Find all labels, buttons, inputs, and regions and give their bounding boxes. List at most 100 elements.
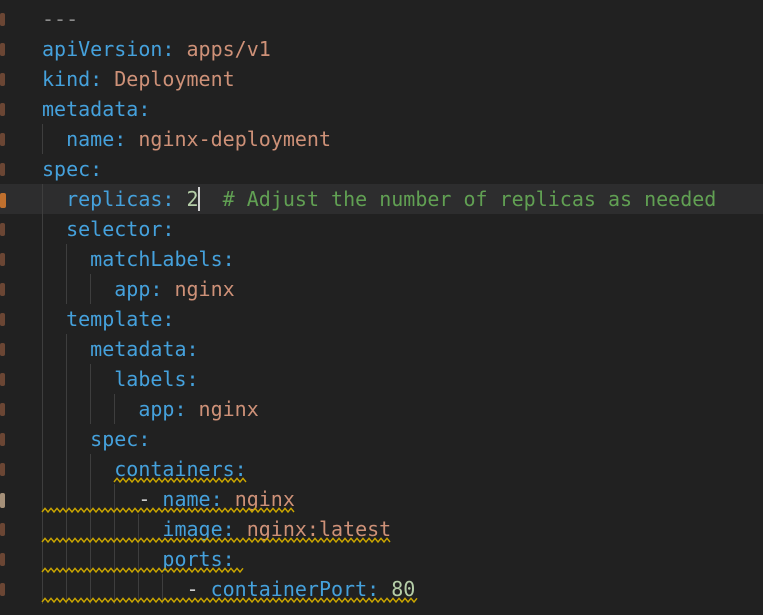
code-line[interactable]: metadata: <box>0 334 763 364</box>
code-line[interactable]: --- <box>0 4 763 34</box>
indent-guide <box>42 124 43 154</box>
indent-guide <box>66 274 67 304</box>
code-line[interactable]: selector: <box>0 214 763 244</box>
token-key: metadata: <box>42 97 151 121</box>
code-line[interactable]: spec: <box>0 154 763 184</box>
indent-guide <box>90 394 91 424</box>
code-line[interactable]: app: nginx <box>0 274 763 304</box>
token-key: containers: <box>114 457 247 481</box>
gutter-line-number-sliver <box>0 463 5 476</box>
code-line[interactable]: app: nginx <box>0 394 763 424</box>
token-ws <box>102 67 114 91</box>
gutter-line-number-sliver <box>0 43 5 56</box>
code-line[interactable]: name: nginx-deployment <box>0 124 763 154</box>
indent-guide <box>90 484 91 514</box>
token-str: nginx:latest <box>246 517 392 541</box>
gutter-line-number-sliver <box>0 313 5 326</box>
code-line[interactable]: kind: Deployment <box>0 64 763 94</box>
code-line-text: - name: nginx <box>42 484 295 514</box>
indent-guide <box>66 514 67 544</box>
indent-guide <box>138 544 139 574</box>
indent-guide <box>66 484 67 514</box>
token-key: containerPort: <box>210 577 380 601</box>
code-line[interactable]: spec: <box>0 424 763 454</box>
token-num: 2 <box>186 187 199 211</box>
code-line[interactable]: replicas: 2 # Adjust the number of repli… <box>0 184 763 214</box>
code-line[interactable]: ports: <box>0 544 763 574</box>
indent-guide <box>42 574 43 604</box>
indent-guide <box>66 244 67 274</box>
code-line-text: spec: <box>42 154 102 184</box>
indent-guide <box>66 394 67 424</box>
code-line[interactable]: - containerPort: 80 <box>0 574 763 604</box>
indent-guide <box>42 244 43 274</box>
code-line[interactable]: matchLabels: <box>0 244 763 274</box>
token-key: app: <box>114 277 163 301</box>
token-key: matchLabels: <box>90 247 235 271</box>
gutter-line-number-sliver <box>0 403 5 416</box>
token-str: nginx <box>174 277 235 301</box>
token-ws <box>42 397 138 421</box>
indent-guide <box>42 544 43 574</box>
indent-guide <box>90 274 91 304</box>
token-key: image: <box>162 517 235 541</box>
token-key: spec: <box>42 157 103 181</box>
code-line-text: replicas: 2 # Adjust the number of repli… <box>42 184 716 214</box>
indent-guide <box>66 424 67 454</box>
code-line[interactable]: metadata: <box>0 94 763 124</box>
warning-squiggle <box>41 597 418 604</box>
editor-gutter[interactable] <box>0 0 8 615</box>
indent-guide <box>90 574 91 604</box>
gutter-line-number-sliver <box>0 193 6 208</box>
token-ws <box>174 187 186 211</box>
token-ws <box>42 457 114 481</box>
indent-guide <box>114 484 115 514</box>
code-line-text: metadata: <box>42 334 198 364</box>
text-cursor <box>198 187 200 211</box>
gutter-line-number-sliver <box>0 583 5 596</box>
indent-guide <box>162 574 163 604</box>
token-ws <box>42 247 90 271</box>
token-ws <box>42 367 114 391</box>
code-line-text: kind: Deployment <box>42 64 235 94</box>
code-line[interactable]: image: nginx:latest <box>0 514 763 544</box>
token-ws <box>174 37 186 61</box>
token-str: nginx-deployment <box>138 127 332 151</box>
indent-guide <box>42 304 43 334</box>
warning-squiggle <box>41 567 244 574</box>
token-key: apiVersion: <box>42 37 175 61</box>
gutter-line-number-sliver <box>0 283 5 296</box>
indent-guide <box>42 484 43 514</box>
code-line[interactable]: template: <box>0 304 763 334</box>
code-line-text: ports: <box>42 544 234 574</box>
token-ws <box>126 127 138 151</box>
token-ws <box>199 187 223 211</box>
gutter-line-number-sliver <box>0 553 5 566</box>
indent-guide <box>90 544 91 574</box>
gutter-line-number-sliver <box>0 133 5 146</box>
gutter-line-number-sliver <box>0 73 5 86</box>
token-ws <box>42 277 114 301</box>
code-line[interactable]: labels: <box>0 364 763 394</box>
code-line[interactable]: apiVersion: apps/v1 <box>0 34 763 64</box>
token-key: name: <box>162 487 223 511</box>
code-line-text: - containerPort: 80 <box>42 574 416 604</box>
indent-guide <box>42 514 43 544</box>
token-str: Deployment <box>114 67 235 91</box>
token-ws <box>42 187 66 211</box>
gutter-line-number-sliver <box>0 163 5 176</box>
indent-guide <box>66 544 67 574</box>
indent-guide <box>66 574 67 604</box>
token-str: nginx <box>234 487 295 511</box>
code-line-text: labels: <box>42 364 198 394</box>
token-ws <box>162 277 174 301</box>
token-pun: - <box>138 487 163 511</box>
code-line-text: selector: <box>42 214 174 244</box>
code-line[interactable]: containers: <box>0 454 763 484</box>
indent-guide <box>42 424 43 454</box>
token-doc: --- <box>42 7 79 31</box>
code-line[interactable]: - name: nginx <box>0 484 763 514</box>
token-ws <box>42 127 66 151</box>
